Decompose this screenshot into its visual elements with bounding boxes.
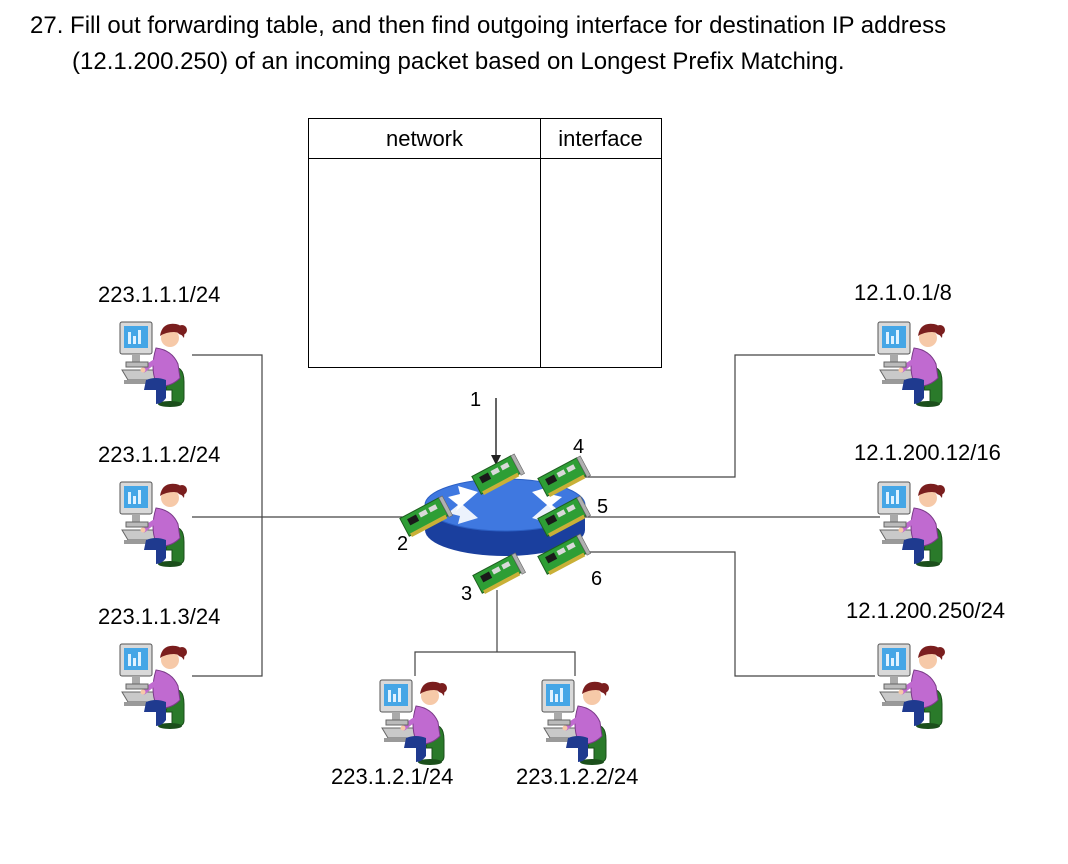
- interface-number-1: 1: [470, 389, 482, 411]
- link-bottom-bus: [414, 590, 576, 676]
- host-bottom-2-icon: [542, 680, 609, 765]
- interface-number-2: 2: [397, 533, 409, 555]
- incoming-packet-arrow: [491, 398, 501, 465]
- table-header-interface: interface: [540, 119, 661, 159]
- host-label-left-2: 223.1.1.2/24: [98, 442, 221, 467]
- host-label-left-1: 223.1.1.1/24: [98, 282, 221, 307]
- interface-number-4: 4: [573, 436, 585, 458]
- nic-interface-3-icon: [472, 552, 527, 596]
- table-column-divider: [540, 119, 541, 367]
- question-text: 27. Fill out forwarding table, and then …: [30, 8, 1050, 80]
- host-label-right-1: 12.1.0.1/8: [854, 280, 952, 305]
- host-label-bottom-2: 223.1.2.2/24: [516, 764, 639, 789]
- link-right-host-1: [585, 354, 875, 478]
- question-line-1: 27. Fill out forwarding table, and then …: [30, 12, 947, 39]
- host-label-left-3: 223.1.1.3/24: [98, 604, 221, 629]
- table-header-network: network: [309, 119, 540, 159]
- question-line-2: (12.1.200.250) of an incoming packet bas…: [72, 48, 845, 75]
- host-left-3-icon: [120, 644, 187, 729]
- interface-number-5: 5: [597, 496, 609, 518]
- host-left-2-icon: [120, 482, 187, 567]
- host-bottom-1-icon: [380, 680, 447, 765]
- link-left-bus: [192, 354, 430, 677]
- host-label-right-2: 12.1.200.12/16: [854, 440, 1001, 465]
- host-label-bottom-1: 223.1.2.1/24: [331, 764, 454, 789]
- host-right-1-icon: [878, 322, 945, 407]
- host-label-right-3: 12.1.200.250/24: [846, 598, 1006, 623]
- link-right-host-3: [585, 551, 875, 677]
- host-right-3-icon: [878, 644, 945, 729]
- host-left-1-icon: [120, 322, 187, 407]
- interface-number-6: 6: [591, 568, 603, 590]
- forwarding-table: network interface: [308, 118, 662, 368]
- host-right-2-icon: [878, 482, 945, 567]
- interface-number-3: 3: [461, 583, 473, 605]
